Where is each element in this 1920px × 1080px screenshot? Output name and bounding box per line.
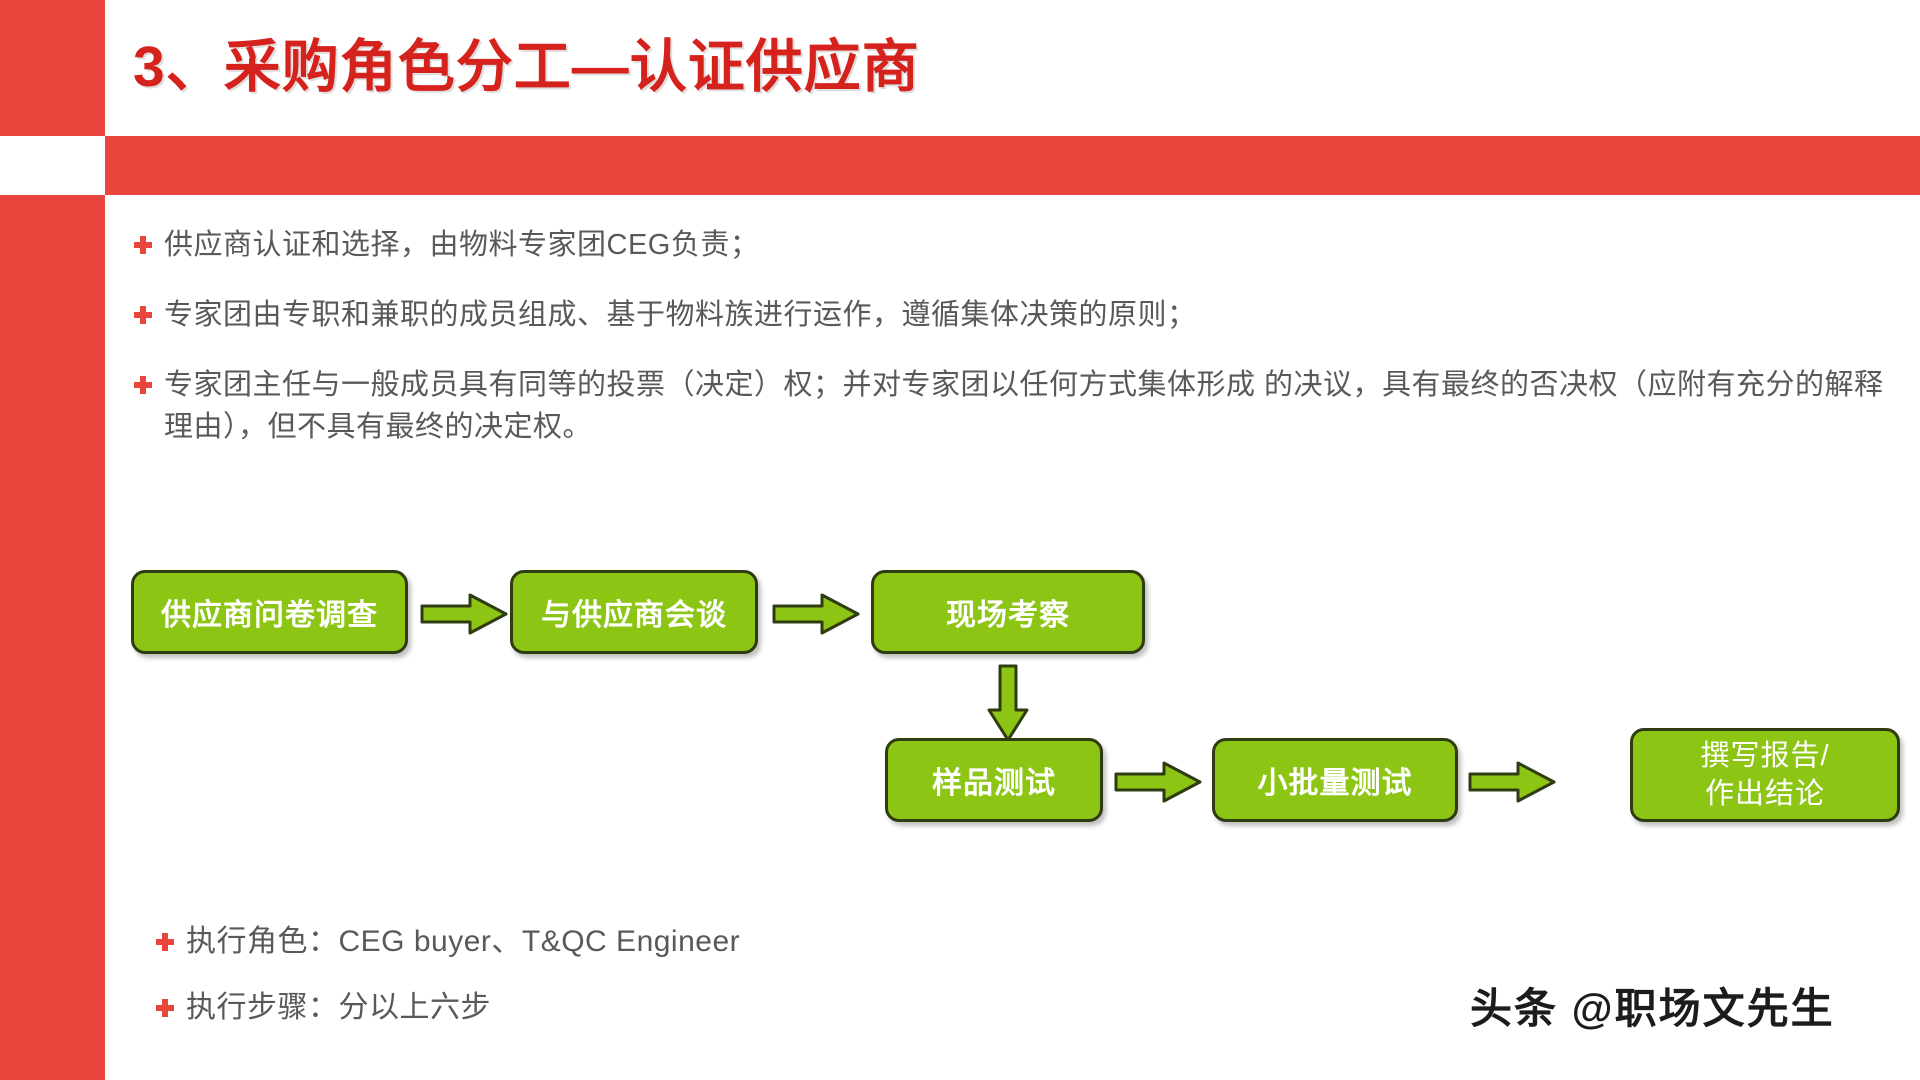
flow-box-supplier-meeting[interactable]: 与供应商会谈: [510, 570, 758, 654]
bullet-text: 供应商认证和选择，由物料专家团CEG负责；: [164, 229, 760, 261]
bullet-text: 专家团由专职和兼职的成员组成、基于物料族进行运作，遵循集体决策的原则；: [164, 299, 1197, 331]
flow-box-label: 现场考察: [946, 599, 1070, 632]
arrow-right-icon-2: [772, 593, 860, 635]
watermark: 头条 @职场文先生: [1470, 985, 1835, 1032]
flow-box-label: 供应商问卷调查: [161, 599, 378, 632]
arrow-right-icon-3: [1114, 761, 1202, 803]
left-accent-bar-bottom: [0, 195, 105, 1080]
list-item: 执行角色：CEG buyer、T&QC Engineer: [152, 921, 1352, 965]
plus-bullet-icon: [130, 230, 156, 268]
left-accent-bar-top: [0, 0, 105, 136]
flow-box-label: 小批量测试: [1257, 767, 1413, 800]
plus-bullet-icon: [130, 300, 156, 338]
list-item: 专家团由专职和兼职的成员组成、基于物料族进行运作，遵循集体决策的原则；: [130, 294, 1890, 338]
flow-box-write-report[interactable]: 撰写报告/ 作出结论: [1630, 728, 1900, 822]
flow-box-small-batch-test[interactable]: 小批量测试: [1212, 738, 1458, 822]
flow-box-onsite-inspection[interactable]: 现场考察: [871, 570, 1145, 654]
flow-box-supplier-questionnaire[interactable]: 供应商问卷调查: [131, 570, 408, 654]
bullet-text: 执行步骤：分以上六步: [186, 991, 491, 1024]
list-item: 执行步骤：分以上六步: [152, 987, 1352, 1031]
arrow-right-icon-1: [420, 593, 508, 635]
left-accent-bar-gap: [0, 136, 105, 195]
header-red-band: [105, 136, 1920, 195]
bullet-text: 执行角色：CEG buyer、T&QC Engineer: [186, 925, 741, 958]
plus-bullet-icon: [152, 993, 178, 1031]
arrow-right-icon-4: [1468, 761, 1556, 803]
plus-bullet-icon: [152, 927, 178, 965]
flow-box-label-line2: 作出结论: [1704, 778, 1825, 810]
arrow-down-icon: [987, 664, 1029, 742]
bottom-bullet-list: 执行角色：CEG buyer、T&QC Engineer 执行步骤：分以上六步: [152, 921, 1352, 1053]
flow-box-label-line1: 撰写报告/: [1700, 740, 1830, 772]
bullet-text: 专家团主任与一般成员具有同等的投票（决定）权；并对专家团以任何方式集体形成 的决…: [164, 369, 1884, 443]
flow-box-label: 与供应商会谈: [541, 599, 727, 632]
page-title: 3、采购角色分工—认证供应商: [133, 35, 920, 99]
flow-box-sample-test[interactable]: 样品测试: [885, 738, 1103, 822]
top-bullet-list: 供应商认证和选择，由物料专家团CEG负责； 专家团由专职和兼职的成员组成、基于物…: [130, 224, 1890, 474]
flow-box-label: 样品测试: [932, 767, 1056, 800]
plus-bullet-icon: [130, 370, 156, 408]
list-item: 专家团主任与一般成员具有同等的投票（决定）权；并对专家团以任何方式集体形成 的决…: [130, 364, 1890, 448]
list-item: 供应商认证和选择，由物料专家团CEG负责；: [130, 224, 1890, 268]
